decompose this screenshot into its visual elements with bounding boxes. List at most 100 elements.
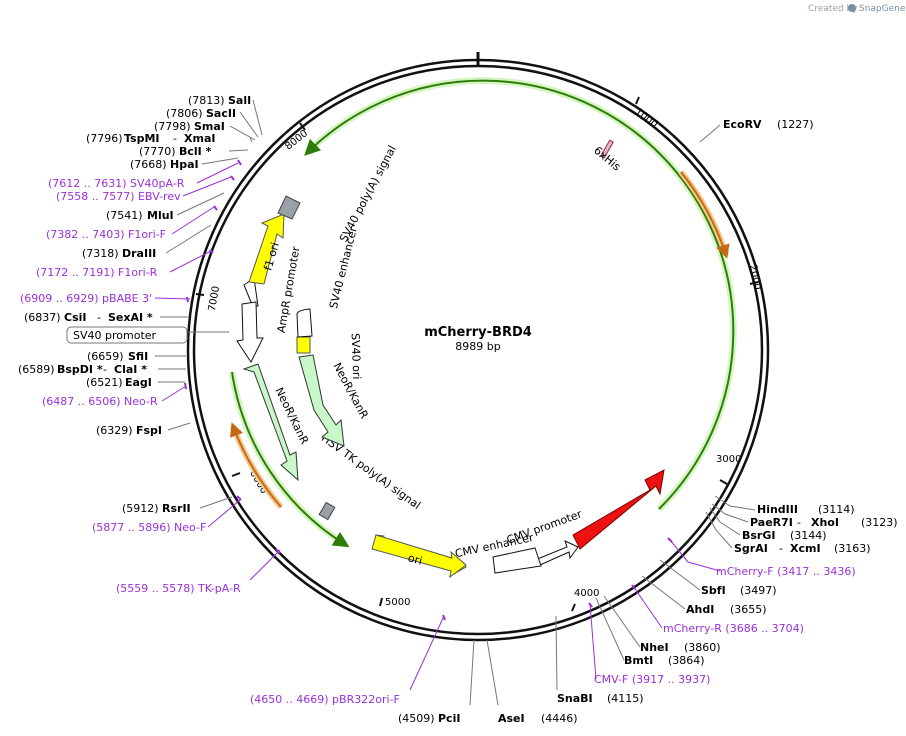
svg-text:(6589): (6589) bbox=[18, 363, 55, 376]
svg-text:(3144): (3144) bbox=[790, 529, 827, 542]
tick-5000: 5000 bbox=[385, 597, 410, 608]
svg-text:(7558 .. 7577) EBV-rev: (7558 .. 7577) EBV-rev bbox=[56, 190, 181, 203]
svg-text:(6909 .. 6929) pBABE 3': (6909 .. 6929) pBABE 3' bbox=[20, 292, 152, 305]
orf-arc-orange-1 bbox=[680, 171, 730, 259]
svg-text:mCherry-R (3686 .. 3704): mCherry-R (3686 .. 3704) bbox=[663, 622, 804, 635]
svg-text:TspMI: TspMI bbox=[124, 132, 160, 145]
svg-text:(7806): (7806) bbox=[166, 107, 203, 120]
svg-text:AseI: AseI bbox=[498, 712, 525, 725]
feature-hsv-tk-polya: HSV TK poly(A) signal bbox=[318, 431, 423, 521]
tick-7000: 7000 bbox=[207, 285, 222, 312]
svg-text:(7813): (7813) bbox=[188, 94, 225, 107]
svg-text:(4115): (4115) bbox=[607, 692, 644, 705]
svg-text:NheI: NheI bbox=[640, 641, 669, 654]
svg-text:(3860): (3860) bbox=[684, 641, 721, 654]
svg-text:SV40 ori: SV40 ori bbox=[349, 333, 364, 380]
svg-text:(5912): (5912) bbox=[122, 502, 159, 515]
svg-text:-: - bbox=[173, 132, 177, 145]
feature-sv40-enhancer: SV40 enhancer bbox=[296, 225, 360, 338]
svg-text:SalI: SalI bbox=[228, 94, 251, 107]
svg-text:HSV TK poly(A) signal: HSV TK poly(A) signal bbox=[319, 431, 423, 512]
svg-text:(3123): (3123) bbox=[861, 516, 898, 529]
svg-text:(7318): (7318) bbox=[82, 247, 119, 260]
svg-text:CsiI: CsiI bbox=[64, 311, 86, 324]
tick-3000: 3000 bbox=[716, 454, 741, 465]
svg-text:XcmI: XcmI bbox=[790, 542, 821, 555]
orf-arc-orange-2 bbox=[229, 422, 282, 508]
svg-text:(5559 .. 5578) TK-pA-R: (5559 .. 5578) TK-pA-R bbox=[116, 582, 241, 595]
svg-text:SacII: SacII bbox=[206, 107, 236, 120]
left-enzyme-labels: (7813) SalI (7806) SacII (7798) SmaI (77… bbox=[18, 94, 400, 706]
svg-text:(6487 .. 6506) Neo-R: (6487 .. 6506) Neo-R bbox=[42, 395, 158, 408]
svg-text:RsrII: RsrII bbox=[162, 502, 191, 515]
svg-text:HindIII: HindIII bbox=[757, 503, 798, 516]
svg-text:ori: ori bbox=[406, 551, 423, 567]
svg-text:ClaI *: ClaI * bbox=[114, 363, 147, 376]
feature-neor-kanr-outer: NeoR/KanR bbox=[242, 363, 311, 482]
svg-text:(5877 .. 5896) Neo-F: (5877 .. 5896) Neo-F bbox=[92, 521, 206, 534]
svg-text:(3114): (3114) bbox=[818, 503, 855, 516]
svg-text:(7770): (7770) bbox=[139, 145, 176, 158]
svg-text:(7612 .. 7631) SV40pA-R: (7612 .. 7631) SV40pA-R bbox=[48, 177, 185, 190]
svg-text:BclI *: BclI * bbox=[179, 145, 212, 158]
feature-cmv-enhancer: CMV enhancer bbox=[454, 531, 542, 574]
svg-text:SmaI: SmaI bbox=[194, 120, 225, 133]
plasmid-name: mCherry-BRD4 bbox=[424, 325, 532, 340]
backbone-ring bbox=[186, 52, 770, 642]
feature-mcherry: mCherry bbox=[572, 469, 665, 550]
svg-text:(1227): (1227) bbox=[777, 118, 814, 131]
orf-arcs bbox=[228, 77, 737, 548]
svg-text:mCherry-F (3417 .. 3436): mCherry-F (3417 .. 3436) bbox=[716, 565, 856, 578]
svg-text:(7541): (7541) bbox=[106, 209, 143, 222]
left-leader-lines bbox=[154, 99, 499, 706]
svg-text:SnapGene: SnapGene bbox=[859, 4, 906, 14]
svg-text:BsrGI: BsrGI bbox=[742, 529, 775, 542]
svg-text:(7172 .. 7191) F1ori-R: (7172 .. 7191) F1ori-R bbox=[36, 266, 158, 279]
svg-text:(7798): (7798) bbox=[154, 120, 191, 133]
bottom-enzyme-labels: (4509) PciI AseI (4446) bbox=[398, 712, 578, 725]
svg-text:-: - bbox=[97, 311, 101, 324]
svg-text:(7668): (7668) bbox=[130, 158, 167, 171]
svg-text:BspDI *: BspDI * bbox=[57, 363, 103, 376]
svg-text:XmaI: XmaI bbox=[184, 132, 215, 145]
feature-sv40-ori: SV40 ori bbox=[296, 333, 364, 380]
right-leader-lines bbox=[555, 124, 756, 691]
svg-text:SV40 poly(A) signal: SV40 poly(A) signal bbox=[337, 143, 399, 244]
feature-f1-ori: f1 ori bbox=[248, 213, 285, 285]
primer-marks bbox=[184, 159, 673, 621]
svg-text:-: - bbox=[797, 516, 801, 529]
svg-text:(3163): (3163) bbox=[834, 542, 871, 555]
snapgene-credit: Created by SnapGene bbox=[808, 4, 906, 14]
svg-text:(3655): (3655) bbox=[730, 603, 767, 616]
svg-text:-: - bbox=[779, 542, 783, 555]
svg-text:Created by: Created by bbox=[808, 4, 858, 14]
svg-text:SgrAI: SgrAI bbox=[734, 542, 768, 555]
svg-text:(7796): (7796) bbox=[86, 132, 123, 145]
svg-text:MluI: MluI bbox=[147, 209, 174, 222]
svg-text:PciI: PciI bbox=[438, 712, 460, 725]
svg-text:(7382 .. 7403) F1ori-F: (7382 .. 7403) F1ori-F bbox=[46, 228, 166, 241]
svg-text:SexAI *: SexAI * bbox=[108, 311, 153, 324]
svg-text:SnaBI: SnaBI bbox=[557, 692, 593, 705]
svg-text:(4650 .. 4669) pBR322ori-F: (4650 .. 4669) pBR322ori-F bbox=[250, 693, 400, 706]
feature-ori: ori bbox=[371, 534, 467, 579]
svg-text:PaeR7I: PaeR7I bbox=[750, 516, 793, 529]
svg-text:(3497): (3497) bbox=[740, 584, 777, 597]
svg-text:EagI: EagI bbox=[125, 376, 152, 389]
svg-text:-: - bbox=[103, 363, 107, 376]
svg-text:SfiI: SfiI bbox=[128, 350, 148, 363]
svg-text:(6329): (6329) bbox=[96, 424, 133, 437]
svg-text:SbfI: SbfI bbox=[701, 584, 726, 597]
svg-text:FspI: FspI bbox=[136, 424, 162, 437]
tick-4000: 4000 bbox=[574, 588, 599, 599]
svg-text:EcoRV: EcoRV bbox=[723, 118, 762, 131]
feature-sv40-polya: SV40 poly(A) signal bbox=[277, 143, 399, 244]
svg-text:AhdI: AhdI bbox=[686, 603, 714, 616]
svg-text:HpaI: HpaI bbox=[170, 158, 199, 171]
plasmid-length: 8989 bp bbox=[455, 340, 500, 353]
orf-arc-neo bbox=[231, 371, 350, 548]
feature-6xhis: 6xHis bbox=[591, 139, 623, 174]
sv40-promoter-box bbox=[66, 326, 188, 344]
svg-text:DraIII: DraIII bbox=[122, 247, 156, 260]
